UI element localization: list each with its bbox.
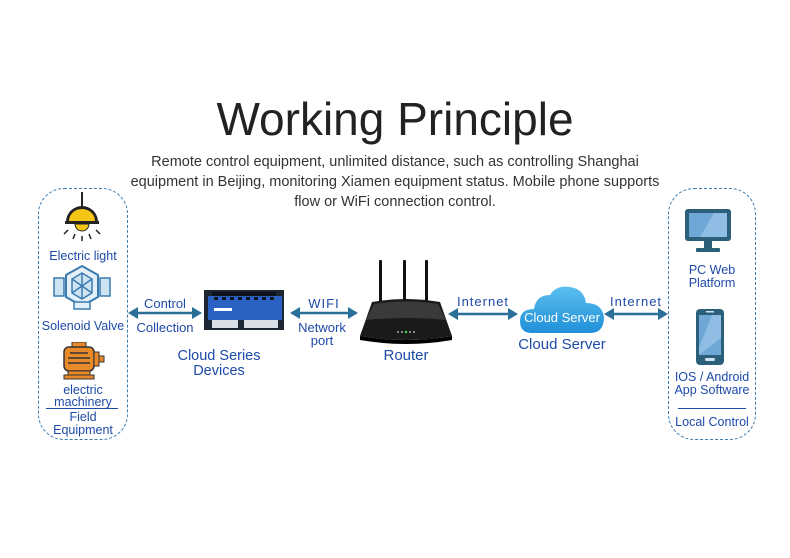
field-equipment-panel: [38, 188, 128, 440]
wifi-router-icon: [358, 258, 454, 346]
bidirectional-arrow-wifi: [290, 307, 358, 319]
bidirectional-arrow-internet-right: [604, 308, 668, 320]
cloud-icon: [518, 283, 606, 335]
device-label-line1: Cloud Series: [177, 348, 261, 364]
collection-label: Collection: [136, 320, 194, 335]
electric-light-label: Electric light: [49, 249, 117, 263]
network-label: Network: [298, 320, 346, 335]
pendant-lamp-icon: [60, 192, 104, 242]
solenoid-valve-label: Solenoid Valve: [41, 319, 125, 333]
app-software-label-line2: App Software: [674, 383, 750, 397]
local-control-footer: Local Control: [675, 415, 749, 429]
local-control-divider: [678, 408, 746, 409]
wifi-label: WIFI: [308, 296, 340, 311]
router-label: Router: [383, 347, 429, 364]
electric-machinery-text: electric machinery: [54, 383, 112, 409]
cloud-inner-label: Cloud Server: [524, 310, 600, 325]
local-control-panel: [668, 188, 756, 440]
electric-machinery-label: electric machinery: [38, 384, 128, 409]
desktop-monitor-icon: [684, 208, 732, 254]
device-label-line2: Devices: [193, 363, 245, 379]
page-title: Working Principle: [216, 93, 574, 145]
electric-motor-icon: [60, 342, 106, 382]
field-equipment-divider: [46, 408, 118, 409]
bidirectional-arrow-control: [128, 307, 202, 319]
cloud-server-label: Cloud Server: [518, 336, 606, 353]
port-label: port: [310, 333, 334, 348]
internet-right-label: Internet: [609, 294, 663, 309]
internet-left-label: Internet: [456, 294, 510, 309]
app-software-label-line1: IOS / Android: [674, 370, 750, 384]
bidirectional-arrow-internet-left: [448, 308, 518, 320]
field-equipment-footer: Field Equipment: [53, 410, 113, 437]
control-label: Control: [144, 296, 186, 311]
smartphone-icon: [695, 308, 725, 366]
pc-web-label-line2: Platform: [688, 276, 736, 290]
solenoid-valve-icon: [52, 264, 112, 310]
io-controller-device-icon: [204, 290, 284, 330]
pc-web-label-line1: PC Web: [688, 263, 736, 277]
page-subtitle: Remote control equipment, unlimited dist…: [130, 154, 660, 210]
